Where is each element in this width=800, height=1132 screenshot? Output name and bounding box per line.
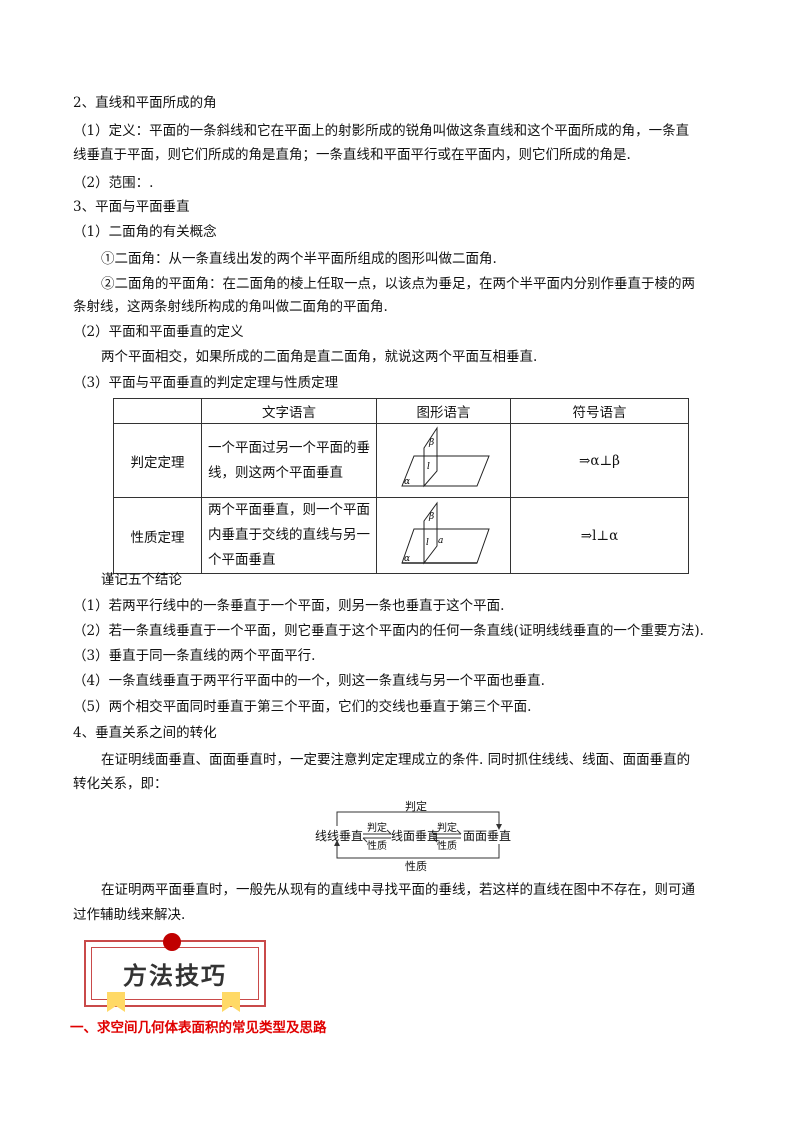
paragraph: 谨记五个结论 bbox=[101, 572, 182, 588]
arrow-label: 判定 bbox=[405, 800, 427, 813]
paragraph: （2）平面和平面垂直的定义 bbox=[73, 324, 244, 340]
arrow-label: 性质 bbox=[405, 860, 427, 873]
theorem-text: 两个平面垂直，则一个平面内垂直于交线的直线与另一个平面垂直 bbox=[201, 497, 377, 574]
ribbon-icon bbox=[222, 992, 240, 1012]
paragraph: （2）范围：. bbox=[73, 175, 154, 191]
paragraph: 条射线，这两条射线所构成的角叫做二面角的平面角. bbox=[73, 299, 388, 315]
list-item: （3）垂直于同一条直线的两个平面平行. bbox=[73, 648, 316, 664]
perpendicular-planes-figure: l β α bbox=[400, 425, 490, 487]
list-item: （1）若两平行线中的一条垂直于一个平面，则另一条也垂直于这个平面. bbox=[73, 598, 505, 614]
figure-cell: l β a α bbox=[376, 497, 511, 574]
node-line-line: 线线垂直 bbox=[315, 829, 364, 843]
node-line-plane: 线面垂直 bbox=[391, 829, 440, 843]
paragraph: 在证明线面垂直、面面垂直时，一定要注意判定定理成立的条件. 同时抓住线线、线面、… bbox=[101, 752, 691, 768]
header-cell: 符号语言 bbox=[510, 398, 689, 424]
section-heading: 4、垂直关系之间的转化 bbox=[73, 725, 217, 741]
header-cell bbox=[113, 398, 202, 424]
badge-dot bbox=[163, 933, 181, 951]
label: l bbox=[427, 462, 430, 472]
section-heading: 3、平面与平面垂直 bbox=[73, 199, 190, 215]
theorem-symbol: ⇒l⊥α bbox=[510, 497, 689, 574]
paragraph: ②二面角的平面角：在二面角的棱上任取一点，以该点为垂足，在两个半平面内分别作垂直… bbox=[101, 276, 695, 292]
node-plane-plane: 面面垂直 bbox=[463, 829, 512, 843]
label: a bbox=[438, 536, 443, 546]
label: α bbox=[404, 477, 410, 487]
perpendicular-conversion-diagram: 判定 线线垂直 判定 性质 线面垂直 判定 性质 面面垂直 性质 bbox=[315, 796, 515, 873]
paragraph: 转化关系，即： bbox=[73, 776, 168, 792]
figure-cell: l β α bbox=[376, 423, 511, 498]
paragraph: （1）定义：平面的一条斜线和它在平面上的射影所成的锐角叫做这条直线和这个平面所成… bbox=[73, 123, 690, 139]
header-cell: 图形语言 bbox=[376, 398, 511, 424]
paragraph: 线垂直于平面，则它们所成的角是直角；一条直线和平面平行或在平面内，则它们所成的角… bbox=[73, 147, 631, 163]
paragraph: 两个平面相交，如果所成的二面角是直二面角，就说这两个平面互相垂直. bbox=[101, 349, 538, 365]
theorem-table: 文字语言 图形语言 符号语言 判定定理 一个平面过另一个平面的垂线，则这两个平面… bbox=[113, 398, 689, 574]
theorem-symbol: ⇒α⊥β bbox=[510, 423, 689, 498]
label: α bbox=[404, 554, 410, 564]
label: β bbox=[428, 438, 434, 448]
list-item: （2）若一条直线垂直于一个平面，则它垂直于这个平面内的任何一条直线(证明线线垂直… bbox=[73, 623, 704, 639]
perpendicular-planes-figure: l β a α bbox=[400, 500, 490, 564]
paragraph: 在证明两平面垂直时，一般先从现有的直线中寻找平面的垂线，若这样的直线在图中不存在… bbox=[101, 882, 695, 898]
list-item: （5）两个相交平面同时垂直于第三个平面，它们的交线也垂直于第三个平面. bbox=[73, 699, 532, 715]
paragraph: ①二面角：从一条直线出发的两个半平面所组成的图形叫做二面角. bbox=[101, 251, 497, 267]
ribbon-icon bbox=[107, 992, 125, 1012]
paragraph: （1）二面角的有关概念 bbox=[73, 224, 217, 240]
arrow-label: 判定 bbox=[367, 823, 387, 834]
arrow-label: 性质 bbox=[367, 841, 387, 852]
paragraph: 过作辅助线来解决. bbox=[73, 907, 186, 923]
paragraph: （3）平面与平面垂直的判定定理与性质定理 bbox=[73, 375, 339, 391]
section-heading: 2、直线和平面所成的角 bbox=[73, 95, 217, 111]
theorem-name: 判定定理 bbox=[113, 423, 202, 498]
list-item: （4）一条直线垂直于两平行平面中的一个，则这一条直线与另一个平面也垂直. bbox=[73, 673, 545, 689]
header-cell: 文字语言 bbox=[201, 398, 377, 424]
theorem-text: 一个平面过另一个平面的垂线，则这两个平面垂直 bbox=[201, 423, 377, 498]
arrow-label: 判定 bbox=[437, 823, 457, 834]
label: l bbox=[426, 538, 429, 548]
theorem-name: 性质定理 bbox=[113, 497, 202, 574]
arrow-label: 性质 bbox=[437, 841, 457, 852]
diagram-arrows bbox=[334, 811, 502, 859]
red-heading: 一、求空间几何体表面积的常见类型及思路 bbox=[70, 1020, 327, 1036]
label: β bbox=[428, 512, 434, 522]
